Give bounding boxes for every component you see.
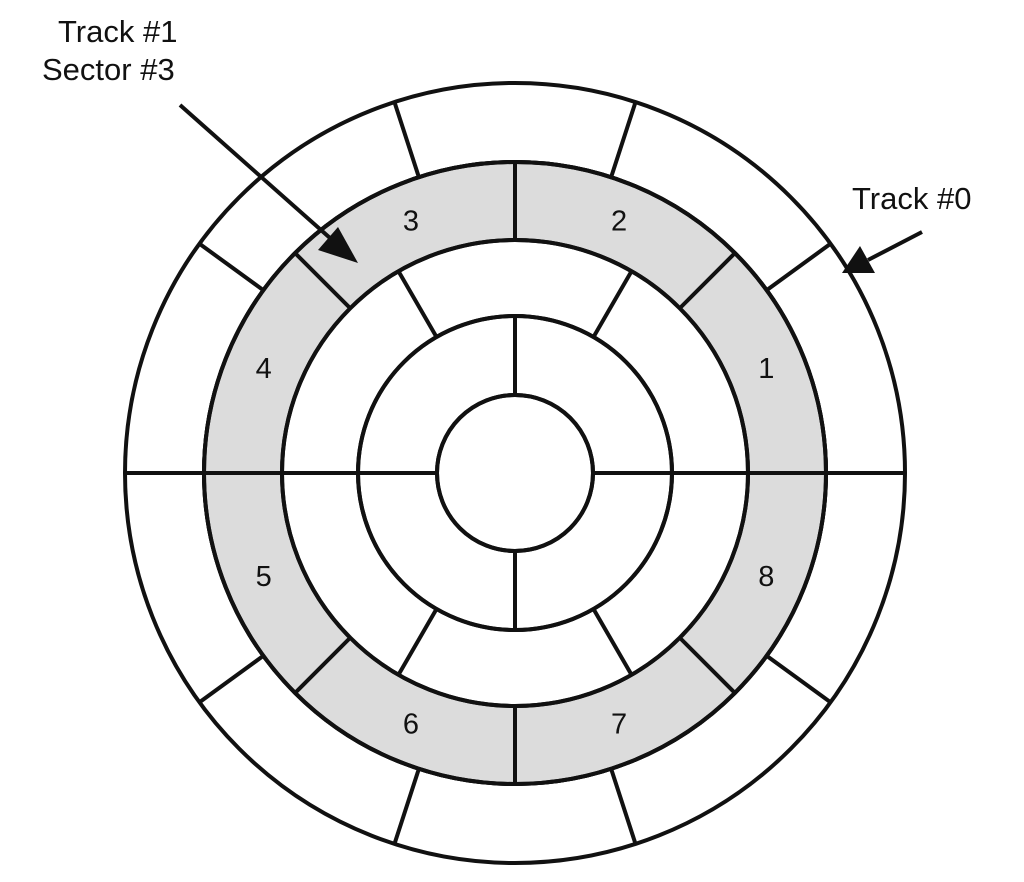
- disk-tracks: [123, 81, 907, 865]
- sector-divider: [198, 242, 265, 292]
- sector-divider: [678, 251, 737, 310]
- sector-number-1: 1: [758, 353, 774, 385]
- sector-divider: [591, 607, 634, 676]
- sector-divider: [609, 768, 638, 845]
- sector-divider: [396, 270, 439, 339]
- sector-divider: [396, 607, 439, 676]
- sector-divider: [609, 101, 638, 178]
- sector-divider: [678, 636, 737, 695]
- sector-divider: [293, 251, 352, 310]
- track0-label: Track #0: [852, 181, 971, 216]
- track1-sector3-arrow: [178, 103, 358, 263]
- sector-divider: [293, 636, 352, 695]
- sector-number-7: 7: [611, 708, 627, 740]
- sector-number-3: 3: [403, 206, 419, 238]
- sector-divider: [392, 768, 421, 845]
- sector-divider: [765, 654, 832, 704]
- track1-label: Track #1: [58, 14, 177, 49]
- sector-number-6: 6: [403, 708, 419, 740]
- sector-divider: [392, 101, 421, 178]
- sector-number-5: 5: [256, 561, 272, 593]
- sector-divider: [198, 654, 265, 704]
- track0-arrow: [842, 230, 923, 273]
- sector-numbers: 1 2 3 4 5 6 7 8: [256, 206, 775, 741]
- sector-number-2: 2: [611, 206, 627, 238]
- sector-number-8: 8: [758, 561, 774, 593]
- sector3-label: Sector #3: [42, 52, 175, 87]
- sector-divider: [765, 242, 832, 292]
- sector-number-4: 4: [256, 353, 272, 385]
- sector-divider: [591, 270, 634, 339]
